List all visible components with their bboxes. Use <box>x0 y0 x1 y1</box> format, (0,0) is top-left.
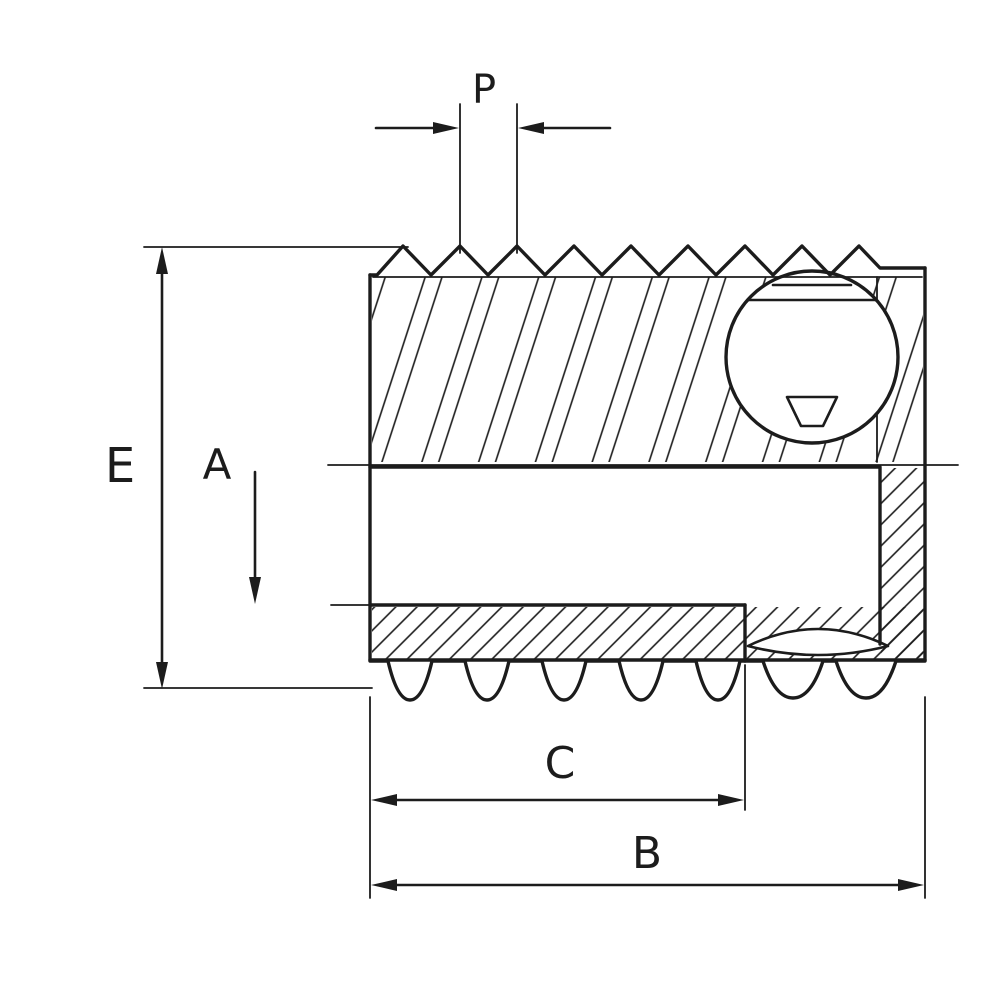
dimension-e: E <box>105 246 409 689</box>
dim-label-a: A <box>203 440 232 489</box>
arrowhead-left-icon <box>371 794 397 806</box>
arrowhead-down-icon <box>156 662 168 689</box>
dim-label-p: P <box>472 67 496 113</box>
side-hole-circle <box>724 269 900 445</box>
dim-label-c: C <box>545 738 576 789</box>
dimension-b: B <box>371 696 926 899</box>
arrowhead-right-icon <box>898 879 924 891</box>
insert-outline <box>368 244 927 702</box>
arrowhead-right-icon <box>433 122 459 134</box>
section-details <box>746 627 890 657</box>
arrowhead-down-icon <box>249 577 261 604</box>
side-hole <box>724 269 900 463</box>
dim-label-b: B <box>632 828 662 879</box>
external-thread-crest <box>368 244 927 277</box>
cutting-notch <box>785 395 839 428</box>
arrowhead-left-icon <box>371 879 397 891</box>
dimension-a: A <box>203 440 371 606</box>
bottom-thread-profile <box>368 659 927 702</box>
right-wall-section-hatching <box>881 468 924 658</box>
arrowhead-up-icon <box>156 247 168 274</box>
arrowhead-right-icon <box>718 794 744 806</box>
dimension-p: P <box>374 67 612 254</box>
dimension-c: C <box>369 664 746 899</box>
dim-label-e: E <box>105 438 135 494</box>
arrowhead-left-icon <box>518 122 544 134</box>
hole-bottom-lens <box>746 627 890 657</box>
